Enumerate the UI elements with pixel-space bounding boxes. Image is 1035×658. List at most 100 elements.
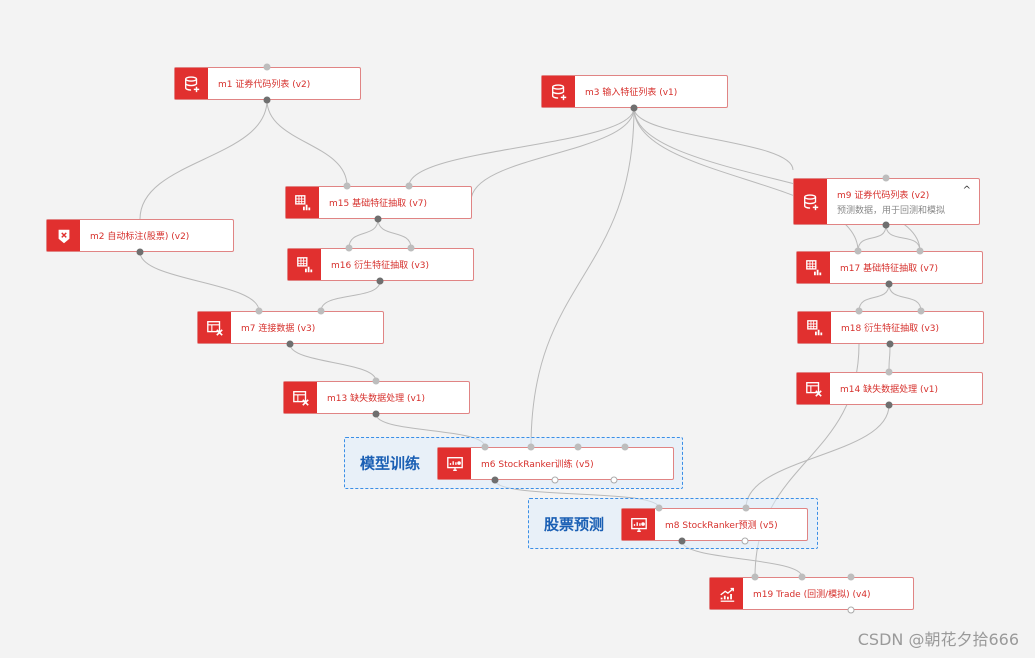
input-port-m16-1[interactable]: [345, 244, 353, 252]
database-add-icon: [794, 179, 827, 224]
output-port-m18[interactable]: [886, 340, 894, 348]
node-m17[interactable]: m17 基础特征抽取 (v7): [796, 251, 983, 284]
node-title-m15: m15 基础特征抽取 (v7): [329, 199, 428, 209]
input-port-m18-1[interactable]: [855, 307, 863, 315]
table-chart-icon: [797, 252, 830, 283]
node-m7[interactable]: m7 连接数据 (v3): [197, 311, 384, 344]
node-m14[interactable]: m14 缺失数据处理 (v1): [796, 372, 983, 405]
node-title-m19: m19 Trade (回测/模拟) (v4): [753, 590, 871, 600]
edge-m3-m18: [633, 107, 921, 252]
chevron-up-icon[interactable]: ^: [962, 185, 971, 196]
node-title-m6: m6 StockRanker训练 (v5): [481, 460, 594, 470]
node-m2[interactable]: m2 自动标注(股票) (v2): [46, 219, 234, 252]
output-port-m13[interactable]: [372, 410, 380, 418]
input-port-m15-1[interactable]: [343, 182, 351, 190]
output-port-m17[interactable]: [885, 280, 893, 288]
input-port-m9[interactable]: [882, 174, 890, 182]
input-port-m19-2[interactable]: [798, 573, 806, 581]
output-port-m16[interactable]: [376, 277, 384, 285]
input-port-m6-3[interactable]: [574, 443, 582, 451]
edge-m16-m7: [320, 280, 381, 312]
edge-m3-m6: [530, 107, 635, 448]
trend-chart-icon: [710, 578, 743, 609]
edge-m9-m17b: [885, 224, 921, 252]
output-port-m1[interactable]: [263, 96, 271, 104]
edge-m18-m14: [888, 343, 891, 373]
input-port-m7-2[interactable]: [317, 307, 325, 315]
node-title-m9: m9 证券代码列表 (v2): [837, 190, 930, 201]
monitor-chart-icon: [622, 509, 655, 540]
node-m8[interactable]: m8 StockRanker预测 (v5): [621, 508, 808, 541]
edge-m2-m7: [139, 251, 260, 312]
edge-m7-m13: [289, 343, 377, 382]
edge-m3-m15: [408, 107, 635, 187]
node-m13[interactable]: m13 缺失数据处理 (v1): [283, 381, 470, 414]
edge-m17-m18a: [858, 283, 890, 312]
table-chart-icon: [798, 312, 831, 343]
node-title-m16: m16 衍生特征抽取 (v3): [331, 261, 430, 271]
node-m16[interactable]: m16 衍生特征抽取 (v3): [287, 248, 474, 281]
output-port-m8-2[interactable]: [741, 537, 749, 545]
edge-m1-m2: [139, 99, 268, 220]
table-chart-icon: [288, 249, 321, 280]
edge-m3-m17: [633, 107, 859, 252]
node-m15[interactable]: m15 基础特征抽取 (v7): [285, 186, 472, 219]
input-port-m6-4[interactable]: [621, 443, 629, 451]
output-port-m15[interactable]: [374, 215, 382, 223]
node-m18[interactable]: m18 衍生特征抽取 (v3): [797, 311, 984, 344]
edge-m3-m9: [633, 107, 794, 171]
node-m3[interactable]: m3 输入特征列表 (v1): [541, 75, 728, 108]
input-port-m8-1[interactable]: [655, 504, 663, 512]
group-label-stock-prediction: 股票预测: [544, 515, 605, 533]
node-title-m8: m8 StockRanker预测 (v5): [665, 521, 778, 531]
input-port-m18-2[interactable]: [917, 307, 925, 315]
output-port-m9[interactable]: [882, 221, 890, 229]
edge-m17-m18b: [888, 283, 922, 312]
node-title-m1: m1 证券代码列表 (v2): [218, 80, 311, 90]
input-port-m6-1[interactable]: [481, 443, 489, 451]
watermark-text: CSDN @朝花夕拾666: [857, 630, 1019, 649]
edge-m9-m17a: [857, 224, 887, 252]
input-port-m16-2[interactable]: [407, 244, 415, 252]
node-title-m7: m7 连接数据 (v3): [241, 324, 316, 334]
input-port-m17-1[interactable]: [854, 247, 862, 255]
label-icon: [47, 220, 80, 251]
input-port-m6-2[interactable]: [527, 443, 535, 451]
table-tool-icon: [198, 312, 231, 343]
output-port-m7[interactable]: [286, 340, 294, 348]
node-title-m17: m17 基础特征抽取 (v7): [840, 264, 939, 274]
input-port-m7-1[interactable]: [255, 307, 263, 315]
table-chart-icon: [286, 187, 319, 218]
node-title-m13: m13 缺失数据处理 (v1): [327, 394, 426, 404]
input-port-m8-2[interactable]: [742, 504, 750, 512]
node-m1[interactable]: m1 证券代码列表 (v2): [174, 67, 361, 100]
input-port-m13[interactable]: [372, 377, 380, 385]
input-port-m17-2[interactable]: [916, 247, 924, 255]
edge-m3-m16: [470, 107, 635, 202]
monitor-chart-icon: [438, 448, 471, 479]
node-m19[interactable]: m19 Trade (回测/模拟) (v4): [709, 577, 914, 610]
output-port-m6-1[interactable]: [491, 476, 499, 484]
node-title-m3: m3 输入特征列表 (v1): [585, 88, 678, 98]
output-port-m8-1[interactable]: [678, 537, 686, 545]
input-port-m1[interactable]: [263, 63, 271, 71]
output-port-m6-2[interactable]: [551, 476, 559, 484]
edge-m14-m8: [745, 404, 890, 509]
output-port-m6-3[interactable]: [610, 476, 618, 484]
output-port-m14[interactable]: [885, 401, 893, 409]
input-port-m14[interactable]: [885, 368, 893, 376]
input-port-m19-1[interactable]: [751, 573, 759, 581]
node-m9[interactable]: m9 证券代码列表 (v2) 预测数据，用于回测和模拟 ^: [793, 178, 980, 225]
output-port-m3[interactable]: [630, 104, 638, 112]
node-subtitle-m9: 预测数据，用于回测和模拟: [837, 205, 946, 216]
output-port-m2[interactable]: [136, 248, 144, 256]
node-title-m18: m18 衍生特征抽取 (v3): [841, 324, 940, 334]
group-label-model-training: 模型训练: [360, 454, 421, 473]
input-port-m19-3[interactable]: [847, 573, 855, 581]
input-port-m15-2[interactable]: [405, 182, 413, 190]
node-m6[interactable]: m6 StockRanker训练 (v5): [437, 447, 674, 480]
table-tool-icon: [284, 382, 317, 413]
database-add-icon: [542, 76, 575, 107]
output-port-m19[interactable]: [847, 606, 855, 614]
